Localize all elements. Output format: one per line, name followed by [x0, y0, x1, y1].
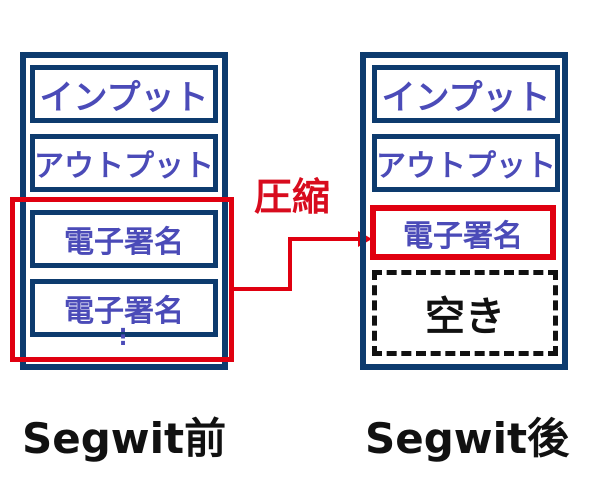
left-container [20, 52, 228, 370]
right-input-box: インプット [372, 65, 560, 123]
compress-label: 圧縮 [254, 175, 331, 219]
left-output-box: アウトプット [30, 134, 218, 192]
right-output-box: アウトプット [372, 134, 560, 192]
caption-after: Segwit後 [365, 414, 570, 463]
left-input-label: インプット [39, 77, 209, 118]
right-signature-box: 電子署名 [370, 205, 556, 260]
caption-before: Segwit前 [22, 414, 227, 463]
signature-highlight-frame [10, 197, 234, 362]
left-signature-box-1: 電子署名 [30, 210, 218, 268]
left-signature-label-1: 電子署名 [64, 225, 184, 260]
right-free-space-box: 空き [372, 270, 558, 356]
left-ellipsis: ⋮ [112, 325, 134, 350]
right-output-label: アウトプット [376, 149, 556, 184]
left-input-box: インプット [30, 65, 218, 123]
left-output-label: アウトプット [34, 149, 214, 184]
left-signature-label-2: 電子署名 [64, 294, 184, 329]
left-signature-box-2: 電子署名 [30, 279, 218, 337]
right-container [360, 52, 568, 370]
right-signature-label: 電子署名 [403, 218, 523, 254]
right-input-label: インプット [381, 77, 551, 118]
right-free-space-label: 空き [425, 294, 505, 340]
